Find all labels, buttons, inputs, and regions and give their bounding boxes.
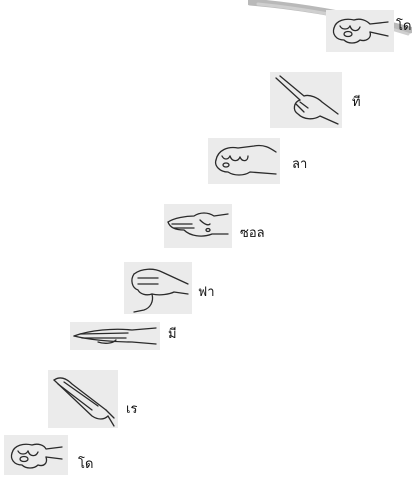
syllable-label: โด — [396, 20, 411, 33]
fist-hand-icon — [4, 435, 68, 475]
syllable-label: ที — [352, 96, 361, 109]
flat-hand-horizontal-icon — [70, 322, 160, 350]
cupped-hand-icon — [208, 138, 280, 184]
open-palm-hand-icon — [164, 204, 232, 248]
syllable-label: ลา — [292, 158, 307, 171]
syllable-label: ฟา — [198, 286, 215, 299]
syllable-label: เร — [126, 403, 137, 416]
pointing-hand-icon — [270, 72, 342, 128]
fist-hand-icon — [326, 10, 394, 52]
flat-hand-raised-icon — [48, 370, 118, 428]
thumb-down-hand-icon — [124, 262, 192, 314]
syllable-label: โด — [78, 458, 93, 471]
syllable-label: ซอล — [240, 227, 265, 240]
syllable-label: มี — [168, 328, 177, 341]
